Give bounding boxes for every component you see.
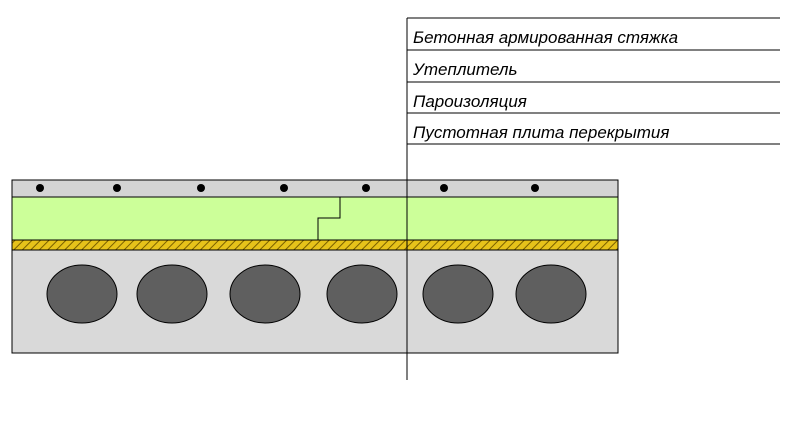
rebar-point xyxy=(362,184,370,192)
slab-void xyxy=(46,264,118,324)
slab-void xyxy=(136,264,208,324)
rebar-point xyxy=(197,184,205,192)
slab-void xyxy=(229,264,301,324)
slab-void xyxy=(326,264,398,324)
slab-void xyxy=(515,264,587,324)
rebar-point xyxy=(280,184,288,192)
label-concrete-screed: Бетонная армированная стяжка xyxy=(413,28,678,47)
rebar-point xyxy=(440,184,448,192)
slab-void xyxy=(422,264,494,324)
rebar-point xyxy=(36,184,44,192)
label-hollow-core-slab: Пустотная плита перекрытия xyxy=(413,123,669,142)
insulation-joint xyxy=(317,197,341,240)
label-vapor-barrier: Пароизоляция xyxy=(413,92,527,111)
rebar-points xyxy=(36,184,539,192)
slab-voids xyxy=(46,264,587,324)
label-insulation: Утеплитель xyxy=(412,60,517,79)
insulation-layer xyxy=(11,196,619,241)
vapor-barrier-layer xyxy=(11,239,619,251)
rebar-point xyxy=(531,184,539,192)
rebar-point xyxy=(113,184,121,192)
concrete-screed-layer xyxy=(11,179,619,198)
